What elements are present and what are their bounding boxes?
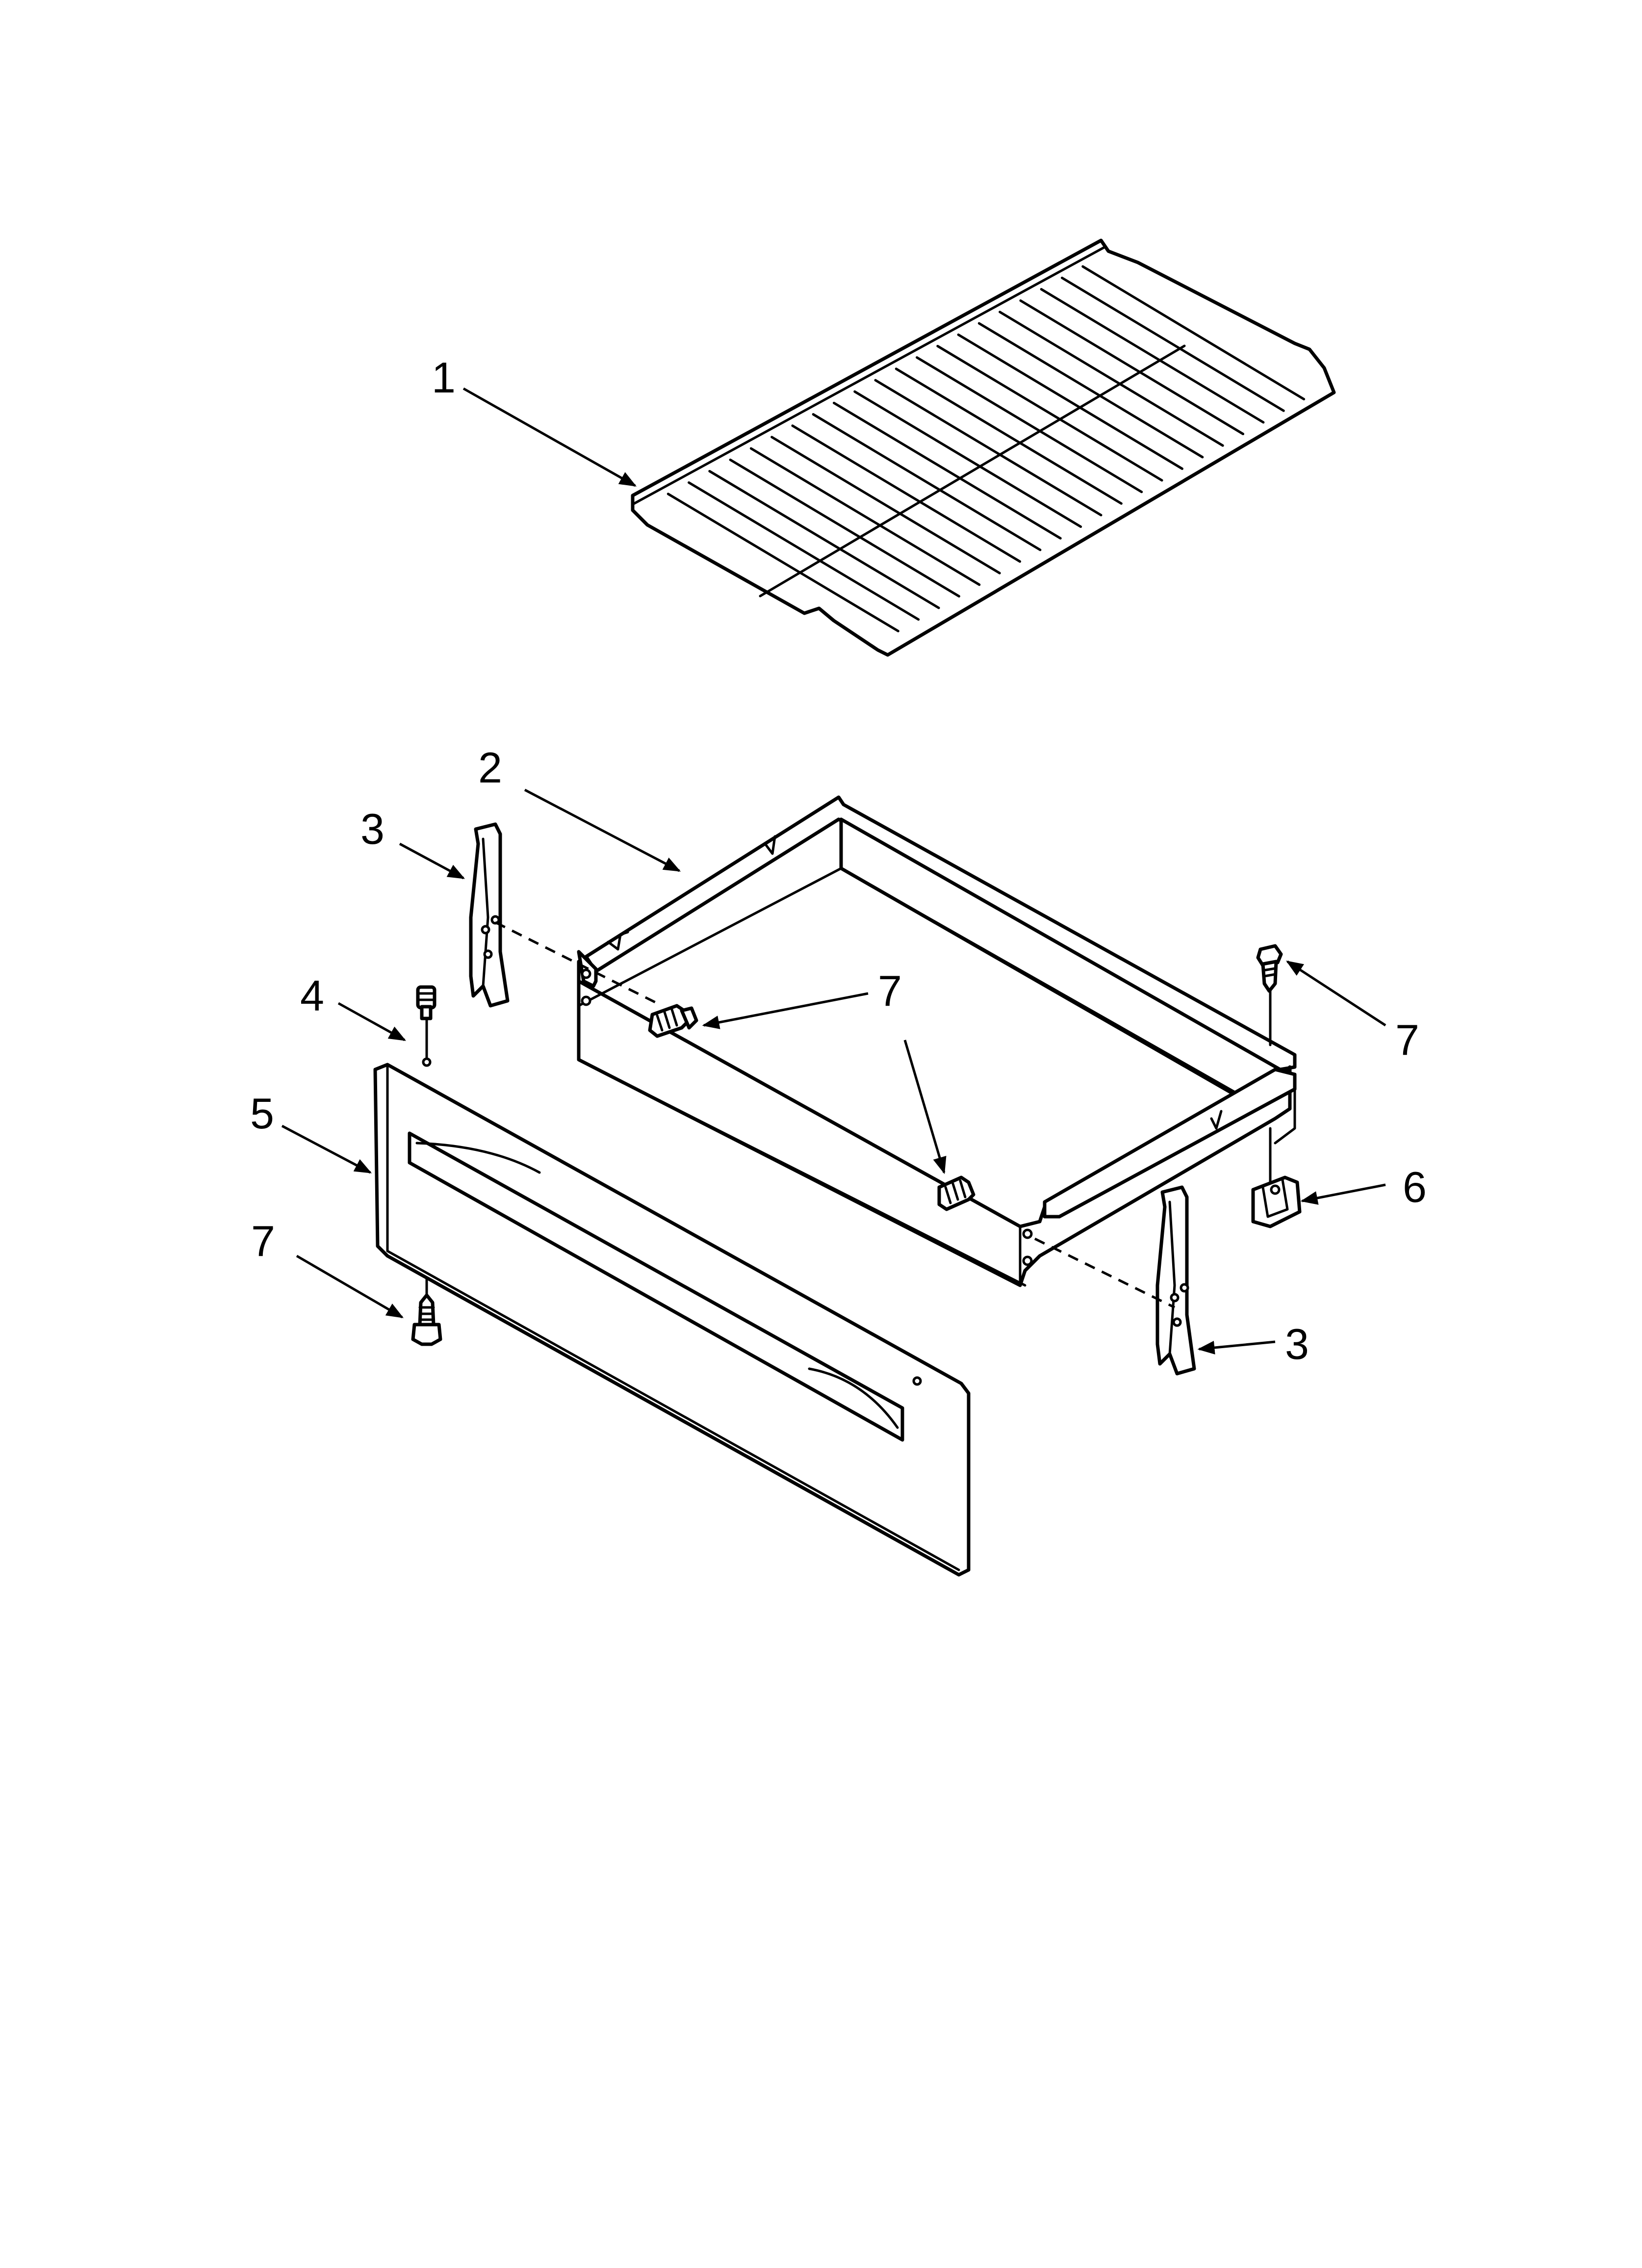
rack-wire	[874, 379, 1103, 517]
oven-rack	[631, 238, 1336, 657]
rack-wire	[770, 436, 1001, 574]
rack-wire	[688, 481, 920, 621]
callout-6: 6	[1403, 1163, 1427, 1211]
rack-wires	[667, 265, 1306, 632]
screw-7-top-right	[1256, 944, 1283, 993]
rack-wire	[977, 322, 1204, 459]
callout-3-right: 3	[1285, 1320, 1309, 1368]
screw-7-panel-bottom	[411, 1293, 442, 1346]
leader-lines	[281, 387, 1386, 1355]
rack-wire	[667, 493, 899, 632]
clip-part-6	[1251, 1175, 1302, 1228]
callout-3-left: 3	[360, 805, 385, 853]
rack-wire	[791, 424, 1022, 563]
rack-wire	[1040, 288, 1265, 424]
callout-4: 4	[300, 971, 324, 1020]
rack-wire	[1019, 299, 1245, 436]
rack-wire	[832, 401, 1062, 540]
stud-part-4	[416, 985, 436, 1020]
callout-7-left: 7	[251, 1217, 275, 1265]
rack-wire	[1081, 265, 1306, 401]
rack-wire	[1060, 276, 1285, 412]
callout-2: 2	[478, 743, 502, 792]
alignment-line-right	[1034, 1237, 1176, 1309]
screw-7-drawer-right	[937, 1175, 975, 1211]
callout-7-right: 7	[1395, 1016, 1419, 1064]
rack-wire	[812, 413, 1042, 551]
rack-wire	[853, 390, 1082, 528]
screw-7-drawer-left	[648, 1004, 698, 1038]
drawer-front-panel	[373, 1057, 971, 1577]
rack-wire	[729, 458, 960, 598]
rack-wire	[749, 447, 981, 586]
drawer-slide-left	[469, 822, 510, 1008]
rack-wire	[895, 367, 1123, 505]
drawer-slide-right	[1155, 1185, 1196, 1376]
callout-5: 5	[250, 1089, 274, 1138]
callout-7-center: 7	[878, 966, 902, 1015]
alignment-line-left	[494, 921, 658, 1005]
rack-wire	[999, 311, 1224, 447]
rack-wire	[936, 344, 1163, 482]
rack-wire	[916, 356, 1143, 494]
rack-wire	[708, 469, 940, 609]
drawer-body	[577, 795, 1297, 1287]
callout-1: 1	[432, 353, 456, 402]
rack-wire	[957, 333, 1183, 470]
